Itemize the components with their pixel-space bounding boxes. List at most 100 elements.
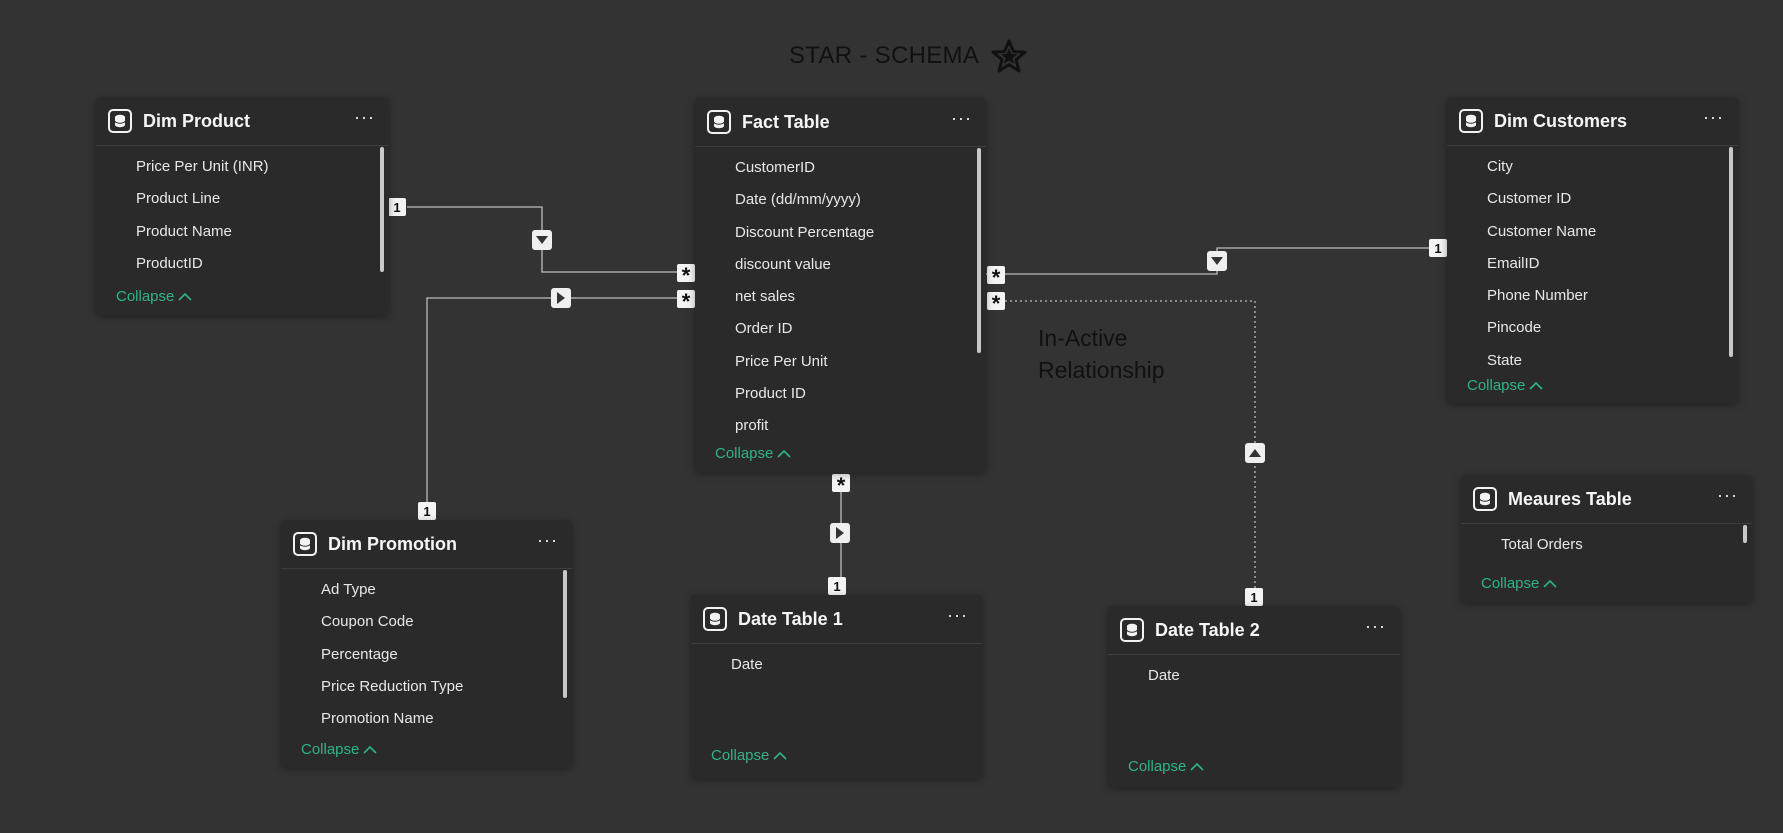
field-item[interactable]: EmailID — [1487, 254, 1540, 272]
filter-direction-down-icon[interactable] — [1207, 251, 1227, 271]
field-item[interactable]: Order ID — [735, 320, 793, 338]
star-icon — [991, 39, 1027, 73]
collapse-label: Collapse — [116, 288, 175, 305]
cardinality-many-marker: * — [987, 266, 1005, 289]
collapse-button[interactable]: Collapse — [1467, 377, 1543, 394]
chevron-up-icon — [363, 745, 377, 754]
scrollbar[interactable] — [563, 570, 567, 698]
field-item[interactable]: CustomerID — [735, 159, 816, 176]
chevron-up-icon — [777, 449, 791, 458]
filter-direction-up-icon[interactable] — [1245, 443, 1265, 463]
inactive-relationship-note: In-Active Relationship — [1038, 325, 1165, 383]
table-card-dim-customers[interactable]: Dim Customers ··· City Customer ID Custo… — [1447, 97, 1738, 403]
table-title: Meaures Table — [1508, 488, 1632, 509]
field-item[interactable]: net sales — [735, 288, 796, 306]
field-item[interactable]: Phone Number — [1487, 287, 1588, 305]
diagram-title-group: STAR - SCHEMA — [789, 38, 1027, 74]
field-item[interactable]: Date — [731, 656, 763, 673]
field-item[interactable]: Customer ID — [1487, 190, 1572, 208]
chevron-up-icon — [1529, 381, 1543, 390]
collapse-button[interactable]: Collapse — [715, 445, 791, 462]
field-item[interactable]: ProductID — [136, 254, 203, 272]
cardinality-one-marker: 1 — [828, 577, 846, 595]
database-icon — [707, 110, 731, 134]
cardinality-one-marker: 1 — [418, 502, 436, 520]
relationship-line-promotion-fact — [426, 297, 680, 502]
filter-direction-down-icon[interactable] — [532, 230, 552, 250]
field-item[interactable]: Product ID — [735, 385, 806, 403]
table-title: Dim Product — [143, 110, 251, 131]
table-header[interactable]: Dim Product ··· — [96, 97, 389, 146]
field-item[interactable]: Pincode — [1487, 319, 1542, 337]
table-header[interactable]: Date Table 2 ··· — [1108, 606, 1400, 655]
more-options-icon[interactable]: ··· — [537, 530, 558, 550]
table-card-measures-table[interactable]: Meaures Table ··· Total Orders Collapse — [1461, 475, 1752, 602]
more-options-icon[interactable]: ··· — [947, 605, 968, 625]
scrollbar[interactable] — [977, 148, 981, 353]
table-card-dim-promotion[interactable]: Dim Promotion ··· Ad Type Coupon Code Pe… — [281, 520, 572, 767]
database-icon — [703, 607, 727, 631]
field-item[interactable]: City — [1487, 158, 1513, 175]
collapse-button[interactable]: Collapse — [116, 288, 192, 305]
scrollbar[interactable] — [1743, 525, 1747, 543]
field-item[interactable]: discount value — [735, 255, 831, 273]
field-item[interactable]: State — [1487, 351, 1523, 369]
field-item[interactable]: Price Per Unit (INR) — [136, 158, 269, 175]
field-item[interactable]: Coupon Code — [321, 613, 414, 631]
relationship-line-fact-date2-inactive — [1005, 300, 1256, 590]
more-options-icon[interactable]: ··· — [1365, 616, 1386, 636]
field-item[interactable]: Product Name — [136, 222, 232, 240]
table-header[interactable]: Date Table 1 ··· — [691, 595, 982, 644]
field-item[interactable]: Promotion Name — [321, 710, 434, 728]
more-options-icon[interactable]: ··· — [354, 107, 375, 127]
collapse-button[interactable]: Collapse — [711, 747, 787, 764]
field-item[interactable]: Price Reduction Type — [321, 677, 464, 695]
field-list: City Customer ID Customer Name EmailID P… — [1447, 146, 1738, 377]
collapse-label: Collapse — [1128, 758, 1187, 775]
scrollbar[interactable] — [380, 147, 384, 272]
more-options-icon[interactable]: ··· — [1717, 485, 1738, 505]
filter-direction-right-icon[interactable] — [830, 523, 850, 543]
collapse-button[interactable]: Collapse — [1481, 575, 1557, 592]
field-item[interactable]: Percentage — [321, 645, 398, 663]
field-list: Ad Type Coupon Code Percentage Price Red… — [281, 569, 572, 735]
field-item[interactable]: Total Orders — [1501, 536, 1583, 553]
field-item[interactable]: Date (dd/mm/yyyy) — [735, 191, 861, 209]
field-item[interactable]: Date — [1148, 667, 1180, 684]
table-card-date-table-2[interactable]: Date Table 2 ··· Date Collapse — [1108, 606, 1400, 787]
table-header[interactable]: Meaures Table ··· — [1461, 475, 1752, 524]
field-item[interactable]: Product Line — [136, 190, 221, 208]
table-header[interactable]: Dim Promotion ··· — [281, 520, 572, 569]
more-options-icon[interactable]: ··· — [1703, 107, 1724, 127]
collapse-label: Collapse — [1481, 575, 1540, 592]
cardinality-many-marker: * — [677, 264, 695, 287]
more-options-icon[interactable]: ··· — [951, 108, 972, 128]
scrollbar[interactable] — [1729, 147, 1733, 357]
field-list: Total Orders — [1461, 524, 1752, 561]
cardinality-many-marker: * — [987, 292, 1005, 315]
table-card-dim-product[interactable]: Dim Product ··· Price Per Unit (INR) Pro… — [96, 97, 389, 315]
chevron-up-icon — [773, 751, 787, 760]
database-icon — [1120, 618, 1144, 642]
field-item[interactable]: Price Per Unit — [735, 352, 828, 370]
field-item[interactable]: Ad Type — [321, 581, 376, 598]
field-list: CustomerID Date (dd/mm/yyyy) Discount Pe… — [695, 147, 986, 443]
field-item[interactable]: Customer Name — [1487, 222, 1597, 240]
chevron-up-icon — [178, 292, 192, 301]
table-title: Fact Table — [742, 111, 830, 132]
table-title: Date Table 2 — [1155, 619, 1260, 640]
filter-direction-right-icon[interactable] — [551, 288, 571, 308]
collapse-button[interactable]: Collapse — [1128, 758, 1204, 775]
table-header[interactable]: Dim Customers ··· — [1447, 97, 1738, 146]
cardinality-one-marker: 1 — [1429, 239, 1447, 257]
diagram-title: STAR - SCHEMA — [789, 42, 980, 69]
collapse-button[interactable]: Collapse — [301, 741, 377, 758]
field-item[interactable]: Discount Percentage — [735, 223, 875, 241]
chevron-up-icon — [1190, 762, 1204, 771]
table-card-fact-table[interactable]: Fact Table ··· CustomerID Date (dd/mm/yy… — [695, 98, 986, 472]
field-list: Date — [1108, 655, 1400, 692]
table-header[interactable]: Fact Table ··· — [695, 98, 986, 147]
table-card-date-table-1[interactable]: Date Table 1 ··· Date Collapse — [691, 595, 982, 778]
field-item[interactable]: profit — [735, 417, 769, 435]
